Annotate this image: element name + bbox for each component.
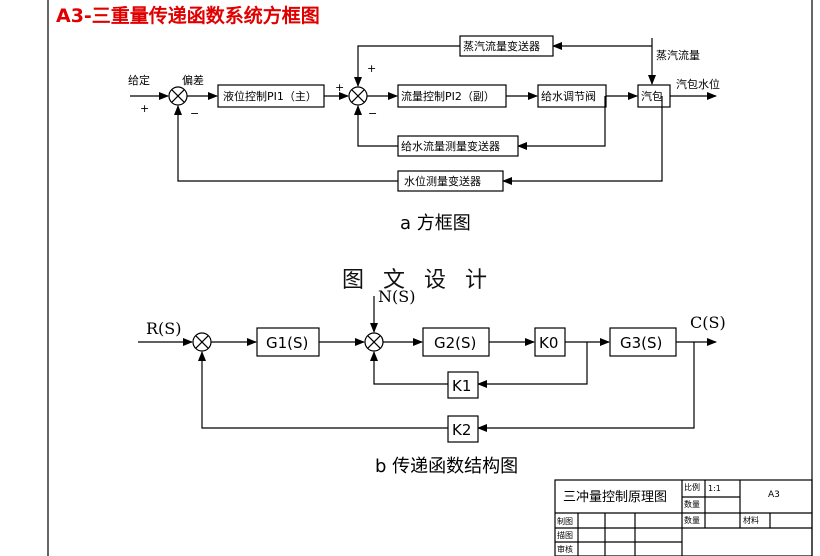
row-checked: 审核 bbox=[557, 544, 573, 554]
k2-label: K2 bbox=[452, 421, 471, 439]
summing-junction-1 bbox=[168, 86, 188, 106]
caption-b: b 传递函数结构图 bbox=[375, 456, 518, 477]
scale-value: 1:1 bbox=[708, 484, 721, 493]
block-diagram-a: 给定 + 偏差 − 液位控制PI1（主） + + − 流量控制PI2（副） 给水… bbox=[128, 35, 720, 234]
feed-valve-label: 给水调节阀 bbox=[541, 89, 596, 103]
sheet-size: A3 bbox=[768, 490, 780, 500]
block-diagram-b: R(S) G1(S) N(S) G2(S) K0 G3(S) C(S) bbox=[138, 287, 726, 477]
steam-flow-label: 蒸汽流量 bbox=[656, 48, 700, 62]
row-drafted: 制图 bbox=[557, 516, 573, 526]
scale-label: 比例 bbox=[684, 482, 700, 492]
g3-label: G3(S) bbox=[620, 334, 662, 352]
watermark-text: 图 文 设 计 bbox=[342, 268, 493, 293]
title-block: 三冲量控制原理图 比例 1:1 数量 A3 数量 材料 制图 描图 审核 bbox=[554, 479, 813, 556]
g2-label: G2(S) bbox=[434, 334, 476, 352]
minus-sign-2: − bbox=[368, 107, 377, 120]
output-c-label: C(S) bbox=[690, 313, 726, 332]
plus-sign-1: + bbox=[140, 102, 149, 115]
feedwater-flow-transmitter-label: 给水流量测量变送器 bbox=[401, 139, 500, 153]
summing-junction-b1 bbox=[192, 332, 212, 352]
summing-junction-b2 bbox=[364, 332, 384, 352]
input-label: 给定 bbox=[128, 73, 150, 87]
steam-flow-transmitter-label: 蒸汽流量变送器 bbox=[463, 39, 540, 53]
quantity-label-2: 数量 bbox=[684, 515, 700, 525]
k1-block bbox=[447, 371, 479, 399]
output-label: 汽包水位 bbox=[676, 77, 720, 91]
caption-a: a 方框图 bbox=[400, 213, 471, 234]
material-label: 材料 bbox=[743, 515, 759, 525]
summing-junction-2 bbox=[348, 86, 368, 106]
page-title: A3-三重量传递函数系统方框图 bbox=[56, 4, 320, 27]
k2-block bbox=[447, 415, 479, 443]
g1-block bbox=[256, 327, 320, 357]
input-r-label: R(S) bbox=[146, 319, 182, 338]
g3-block bbox=[609, 327, 677, 357]
level-controller-label: 液位控制PI1（主） bbox=[223, 89, 317, 103]
quantity-label: 数量 bbox=[684, 499, 700, 509]
minus-sign-1: − bbox=[190, 107, 199, 120]
level-transmitter-label: 水位测量变送器 bbox=[404, 174, 481, 188]
k1-label: K1 bbox=[452, 377, 471, 395]
flow-controller-label: 流量控制PI2（副） bbox=[401, 89, 495, 103]
g1-label: G1(S) bbox=[266, 334, 308, 352]
drum-label: 汽包 bbox=[641, 89, 663, 103]
plus-sign-3: + bbox=[367, 62, 376, 75]
drawing-name: 三冲量控制原理图 bbox=[563, 490, 667, 505]
plus-sign-2: + bbox=[335, 81, 344, 94]
drawing-frame bbox=[47, 0, 813, 556]
error-label: 偏差 bbox=[182, 73, 204, 87]
disturbance-n-label: N(S) bbox=[378, 287, 415, 306]
row-traced: 描图 bbox=[557, 530, 573, 540]
k0-label: K0 bbox=[539, 334, 558, 352]
